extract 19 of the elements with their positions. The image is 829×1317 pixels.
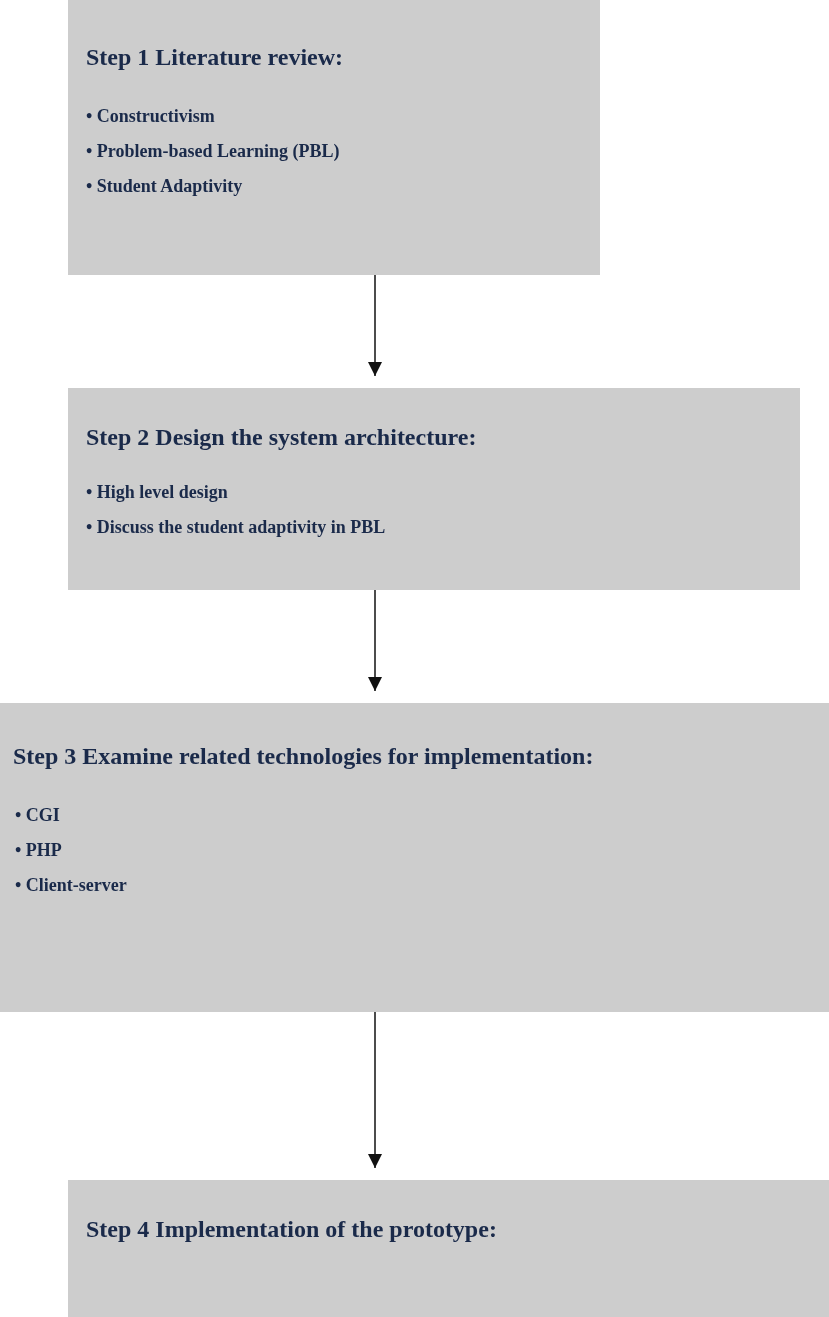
list-item: • Problem-based Learning (PBL) <box>86 140 340 163</box>
step-heading: Step 2 Design the system architecture: <box>86 424 477 451</box>
list-item: • PHP <box>15 839 63 862</box>
list-item: • Client-server <box>15 874 127 897</box>
step-heading: Step 4 Implementation of the prototype: <box>86 1216 497 1243</box>
step-box <box>68 0 600 275</box>
arrow <box>368 589 382 692</box>
step-heading: Step 3 Examine related technologies for implementation: <box>13 743 594 770</box>
step-heading: Step 1 Literature review: <box>86 44 344 71</box>
list-item: • Constructivism <box>86 105 216 128</box>
list-item: • Discuss the student adaptivity in PBL <box>86 516 386 539</box>
step-box <box>68 1180 829 1317</box>
step-box <box>0 703 829 1012</box>
list-item: • CGI <box>15 804 61 827</box>
list-item: • Student Adaptivity <box>86 175 244 198</box>
arrow <box>368 274 382 377</box>
step-box <box>68 388 800 590</box>
arrow <box>368 1011 382 1169</box>
list-item: • High level design <box>86 481 229 504</box>
